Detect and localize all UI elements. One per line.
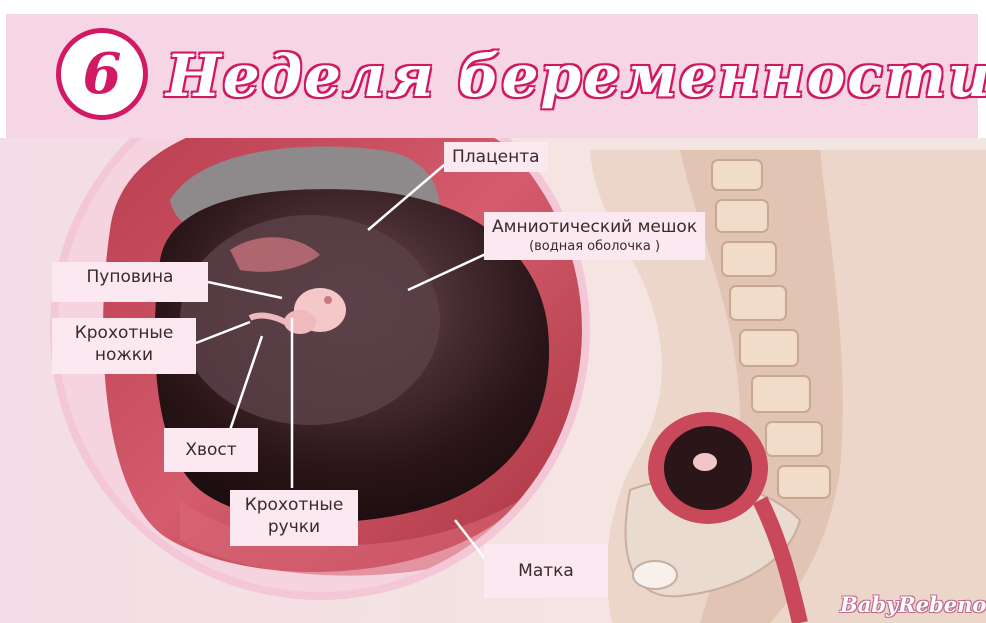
label-tail: Хвост xyxy=(164,428,258,472)
label-placenta-text: Плацента xyxy=(452,147,540,167)
label-tiny-legs-line2: ножки xyxy=(60,344,188,366)
label-tiny-arms: Крохотные ручки xyxy=(230,490,358,546)
label-tiny-arms-line1: Крохотные xyxy=(238,494,350,516)
label-tiny-arms-line2: ручки xyxy=(238,516,350,538)
label-placenta: Плацента xyxy=(444,142,548,172)
label-umbilical-cord-text: Пуповина xyxy=(87,267,174,287)
page-title: Неделя беременности xyxy=(166,40,986,112)
label-amniotic-sac-text: Амниотический мешок xyxy=(492,217,697,237)
watermark-logo: BabyRebenok xyxy=(840,592,986,617)
label-tiny-legs-line1: Крохотные xyxy=(60,322,188,344)
label-tiny-legs: Крохотные ножки xyxy=(52,318,196,374)
label-tail-text: Хвост xyxy=(185,440,236,460)
label-uterus: Матка xyxy=(484,544,608,598)
label-umbilical-cord: Пуповина xyxy=(52,262,208,302)
label-amniotic-sac-subtext: (водная оболочка ) xyxy=(492,238,697,256)
label-amniotic-sac: Амниотический мешок (водная оболочка ) xyxy=(484,212,705,260)
label-uterus-text: Матка xyxy=(518,561,574,581)
week-number-badge: 6 xyxy=(56,28,148,120)
